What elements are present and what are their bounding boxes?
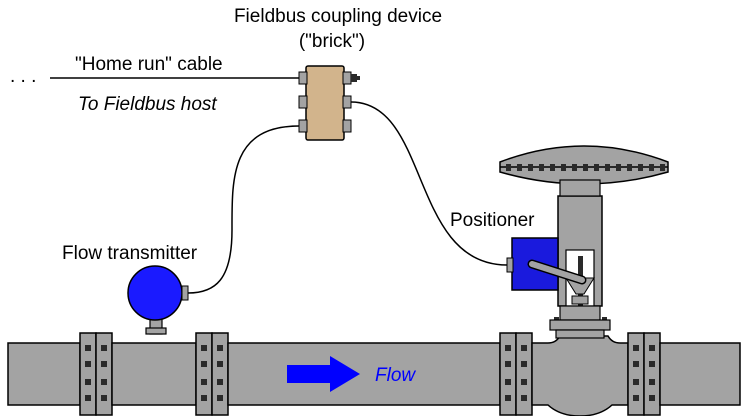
diaphragm-bolts [506,164,665,171]
flange-bolts [85,317,655,401]
positioner-label: Positioner [450,210,535,231]
diaphragm-bolt [605,164,610,171]
diaphragm-bolt [627,164,632,171]
flow-label: Flow [375,365,416,386]
flange-bolt [217,361,223,367]
diaphragm-bolt [649,164,654,171]
flange-bolt [521,395,527,401]
home-run-cable-label: "Home run" cable [75,54,223,75]
flange-bolt [505,361,511,367]
flange-bolt [201,361,207,367]
flange-bolt [649,379,655,385]
diaphragm-bolt [583,164,588,171]
flange-bolt [633,379,639,385]
diaphragm-bolt [539,164,544,171]
flange-bolt [505,345,511,351]
fieldbus-host-label: To Fieldbus host [78,94,217,115]
pipe-section-middle [227,342,501,406]
flange-bolt [85,345,91,351]
home-run-dots: . . . [10,66,36,87]
pipe [7,332,741,416]
flange-bolt [85,395,91,401]
flange-bolt [201,395,207,401]
flange-bolt [201,379,207,385]
pipe-section-left [7,342,81,406]
diaphragm-bolt [638,164,643,171]
diaphragm-bolt [506,164,511,171]
flange-bolt [217,379,223,385]
diaphragm-bolt [660,164,665,171]
cables [50,77,508,294]
diaphragm-bolt [550,164,555,171]
flowmeter-body [111,342,197,406]
fieldbus-brick-icon [298,65,360,141]
positioner-cable [350,101,508,266]
flange-bolt [201,345,207,351]
flange-bolt [101,395,107,401]
diaphragm-bolt [594,164,599,171]
flange-bolt [505,379,511,385]
flange-bolt [633,361,639,367]
valve-body [531,335,629,416]
flange-bolt [101,379,107,385]
flange-bolt [633,395,639,401]
flow-transmitter-label: Flow transmitter [62,243,198,264]
flange-bolt [505,395,511,401]
coupling-device-title-line1: Fieldbus coupling device [234,6,442,27]
diaphragm-bolt [528,164,533,171]
flange-bolt [85,379,91,385]
flange-bolt [633,345,639,351]
flange-bolt [217,395,223,401]
flange-bolt [101,361,107,367]
flange-bolt [649,395,655,401]
diaphragm-bolt [572,164,577,171]
positioner-icon [506,237,587,291]
flange-bolt [521,379,527,385]
diaphragm-bolt [561,164,566,171]
flange-bolt [101,345,107,351]
flange-bolt [521,361,527,367]
flange-bolt [85,361,91,367]
flange-bolt [521,345,527,351]
flow-transmitter-icon [127,265,189,335]
flow-arrow-icon [287,356,360,392]
flange-bolt [649,345,655,351]
flange-bolt [649,361,655,367]
diaphragm-bolt [616,164,621,171]
transmitter-cable [187,125,300,294]
coupling-device-title-line2: ("brick") [299,31,365,52]
pipe-section-right [659,342,741,406]
diaphragm-bolt [517,164,522,171]
flange-bolt [217,345,223,351]
